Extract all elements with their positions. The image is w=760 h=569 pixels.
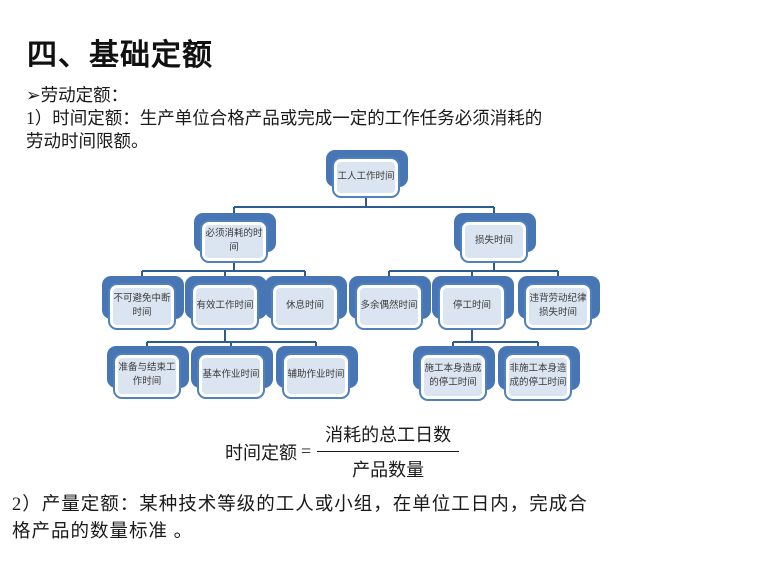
org-node-label: 违背劳动纪律损失时间 [524, 283, 592, 330]
org-node-label: 损失时间 [460, 220, 528, 263]
org-node-label: 非施工本身造成的停工时间 [504, 353, 572, 401]
intro-paragraph: ➢劳动定额： 1）时间定额：生产单位合格产品或完成一定的工作任务必须消耗的 劳动… [26, 84, 542, 153]
org-node-superfluous-incidental-time: 多余偶然时间 [349, 276, 431, 330]
org-node-rest-time: 休息时间 [265, 276, 347, 330]
org-node-label: 施工本身造成的停工时间 [419, 353, 487, 401]
intro-line-time-quota: 1）时间定额：生产单位合格产品或完成一定的工作任务必须消耗的 [26, 108, 543, 128]
org-node-effective-work-time: 有效工作时间 [185, 276, 267, 330]
equals-sign: = [301, 441, 312, 461]
formula-lhs: 时间定额 [225, 442, 297, 463]
org-node-auxiliary-operation-time: 辅助作业时间 [276, 346, 358, 399]
formula-fraction: 消耗的总工日数 产品数量 [317, 421, 460, 482]
time-quota-formula: 时间定额 = 消耗的总工日数 产品数量 [225, 421, 460, 482]
org-node-label: 多余偶然时间 [355, 283, 423, 330]
slide-title: 四、基础定额 [27, 39, 213, 72]
org-node-lost-time: 损失时间 [454, 213, 536, 263]
output-quota-paragraph: 2）产量定额：某种技术等级的工人或小组，在单位工日内，完成合 格产品的数量标准 … [12, 492, 732, 546]
org-node-label: 休息时间 [271, 283, 339, 330]
org-node-label: 不可避免中断时间 [108, 283, 176, 330]
intro-line-time-quota-cont: 劳动时间限额。 [26, 131, 149, 151]
org-node-non-construction-caused-downtime: 非施工本身造成的停工时间 [498, 346, 580, 401]
org-node-basic-operation-time: 基本作业时间 [191, 346, 273, 399]
org-node-label: 基本作业时间 [197, 353, 265, 399]
fraction-numerator: 消耗的总工日数 [317, 421, 460, 452]
org-node-label: 准备与结束工作时间 [113, 353, 181, 399]
org-node-necessary-time: 必须消耗的时间 [194, 213, 276, 263]
org-node-discipline-violation-lost-time: 违背劳动纪律损失时间 [518, 276, 600, 330]
org-node-prep-and-finish-time: 准备与结束工作时间 [107, 346, 189, 399]
outro-line-1: 2）产量定额：某种技术等级的工人或小组，在单位工日内，完成合 [12, 495, 588, 515]
org-node-construction-caused-downtime: 施工本身造成的停工时间 [413, 346, 495, 401]
org-node-label: 有效工作时间 [191, 283, 259, 330]
intro-line-labor-quota: ➢劳动定额： [26, 85, 129, 105]
outro-line-2: 格产品的数量标准 。 [12, 522, 194, 542]
org-node-label: 辅助作业时间 [282, 353, 350, 399]
org-node-downtime: 停工时间 [432, 276, 514, 330]
org-node-label: 停工时间 [438, 283, 506, 330]
org-node-unavoidable-interruption-time: 不可避免中断时间 [102, 276, 184, 330]
org-node-label: 必须消耗的时间 [200, 220, 268, 263]
fraction-denominator: 产品数量 [352, 460, 425, 480]
org-node-worker-work-time: 工人工作时间 [326, 150, 408, 198]
org-node-label: 工人工作时间 [332, 157, 400, 198]
